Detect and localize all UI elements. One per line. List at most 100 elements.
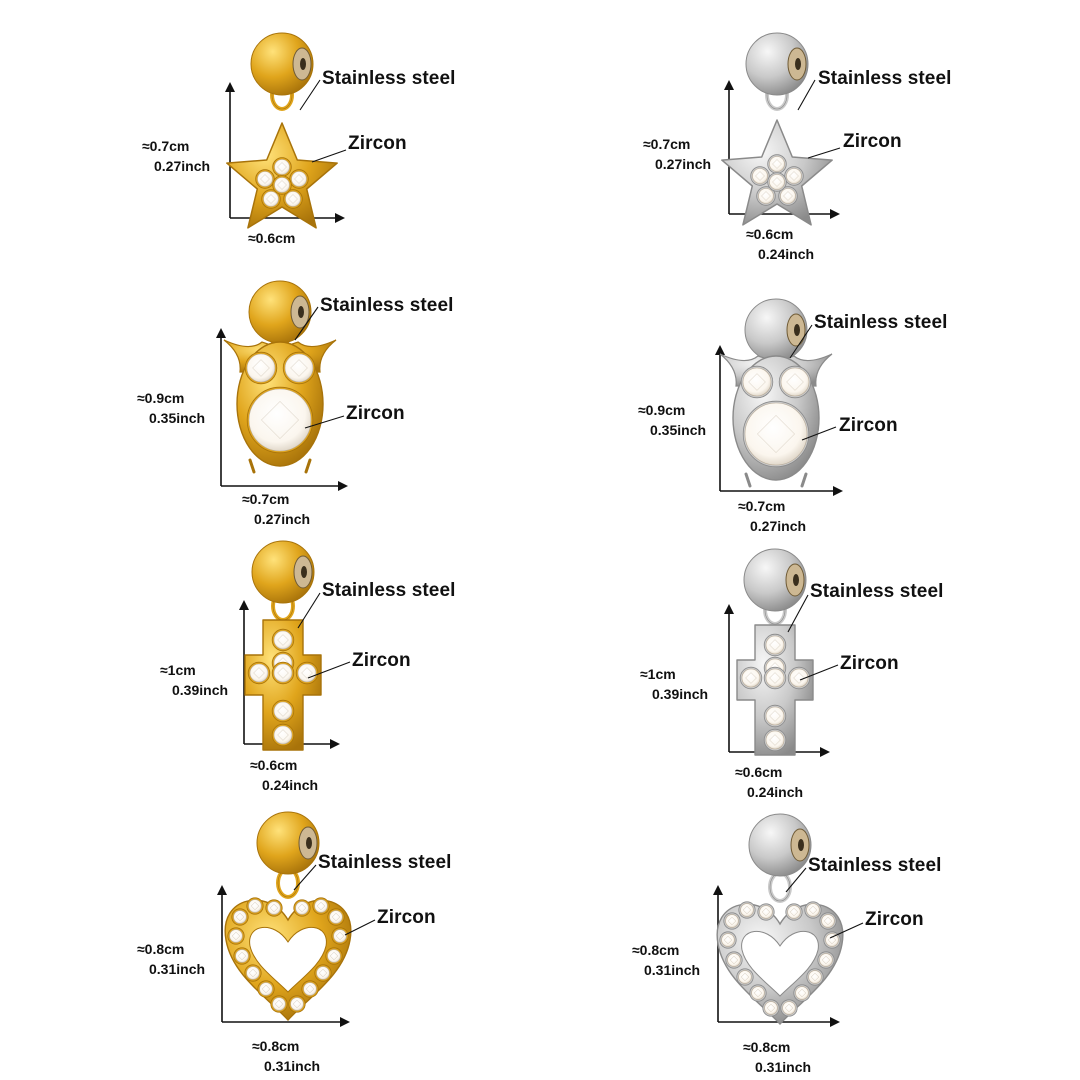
zircon-stone (235, 949, 249, 963)
pendant-card-owl-gold: Stainless steel Zircon ≈0.9cm 0.35inch ≈… (0, 270, 540, 540)
height-inch: 0.27inch (154, 158, 211, 174)
arrow-up-icon (225, 82, 235, 92)
height-dimension: ≈0.8cm 0.31inch (137, 939, 205, 979)
zircon-stone (765, 730, 785, 750)
zircon-facet (288, 194, 298, 204)
zircon-stone (780, 188, 796, 204)
zircon-stone (272, 997, 286, 1011)
zircon-facet (783, 191, 793, 201)
star-pendant-image (225, 32, 347, 229)
material-label: Stainless steel (818, 68, 952, 89)
zircon-facet (821, 955, 831, 965)
width-inch: 0.27inch (254, 511, 311, 527)
zircon-facet (748, 373, 766, 391)
zircon-stone (765, 635, 785, 655)
height-inch: 0.39inch (652, 686, 709, 702)
leader-line (829, 922, 864, 939)
zircon-stone (297, 663, 317, 683)
stone-label: Zircon (377, 907, 436, 928)
zircon-facet (305, 984, 315, 994)
zircon-stone (738, 970, 752, 984)
zircon-stone (789, 668, 809, 688)
zircon-facet (729, 955, 739, 965)
material-label: Stainless steel (318, 852, 452, 873)
material-label: Stainless steel (322, 580, 456, 601)
zircon-facet (277, 634, 289, 646)
leader-line (293, 864, 317, 891)
zircon-facet (753, 988, 763, 998)
pendant-card-star-gold: Stainless steel Zircon ≈0.7cm 0.27inch ≈… (0, 0, 540, 270)
zircon-stone (759, 905, 773, 919)
zircon-stone (263, 191, 279, 207)
bead-hole (793, 574, 799, 586)
zircon-facet (769, 639, 781, 651)
owl-feet (744, 472, 808, 488)
zircon-facet (761, 907, 771, 917)
height-cm: ≈0.9cm (638, 402, 686, 418)
zircon-stone (725, 914, 739, 928)
stone-label: Zircon (346, 403, 405, 424)
cross-frame (736, 624, 814, 756)
zircon-facet (260, 174, 270, 184)
width-dimension: ≈0.6cm 0.24inch (746, 224, 814, 264)
height-cm: ≈1cm (640, 666, 676, 682)
arrow-up-icon (724, 80, 734, 90)
bead-hole (301, 566, 307, 578)
leader-line (785, 867, 807, 893)
height-dimension: ≈0.8cm 0.31inch (632, 940, 700, 980)
height-dimension: ≈0.7cm 0.27inch (643, 134, 711, 174)
arrow-right-icon (335, 213, 345, 223)
zircon-stone (327, 949, 341, 963)
height-cm: ≈1cm (160, 662, 196, 678)
zircon-facet (769, 734, 781, 746)
zircon-stone (274, 159, 290, 175)
zircon-stone (740, 903, 754, 917)
leader-line (311, 149, 347, 163)
zircon-stone (314, 899, 328, 913)
width-cm: ≈0.8cm (252, 1038, 300, 1054)
height-inch: 0.27inch (655, 156, 712, 172)
zircon-facet (274, 999, 284, 1009)
leader-line (299, 79, 321, 111)
width-cm: ≈0.7cm (242, 491, 290, 507)
height-inch: 0.35inch (650, 422, 707, 438)
zircon-stone (246, 353, 276, 383)
arrow-up-icon (724, 604, 734, 614)
zircon-stone (741, 668, 761, 688)
zircon-facet (331, 912, 341, 922)
height-dimension: ≈0.9cm 0.35inch (137, 388, 205, 428)
pendant-card-cross-silver: Stainless steel Zircon ≈1cm 0.39inch ≈0.… (540, 540, 1080, 810)
owl-pendant-image (216, 280, 348, 491)
zircon-facet (742, 905, 752, 915)
width-dimension: ≈0.7cm 0.27inch (738, 496, 806, 536)
leader-line (344, 919, 376, 936)
pendant-card-owl-silver: Stainless steel Zircon ≈0.9cm 0.35inch ≈… (540, 270, 1080, 540)
zircon-stone (233, 910, 247, 924)
zircon-facet (789, 907, 799, 917)
zircon-stone (333, 929, 347, 943)
bead-stopper (748, 813, 812, 877)
leader-line (294, 306, 319, 341)
zircon-facet (797, 988, 807, 998)
zircon-stone (751, 986, 765, 1000)
zircon-facet (335, 931, 345, 941)
zircon-stone (273, 663, 293, 683)
width-inch: 0.24inch (262, 777, 319, 793)
heart-opening (249, 926, 327, 993)
zircon-stone (825, 933, 839, 947)
height-dimension: ≈0.7cm 0.27inch (142, 136, 210, 176)
arrow-right-icon (338, 481, 348, 491)
zircon-facet (290, 359, 308, 377)
zircon-stone (291, 171, 307, 187)
zircon-facet (261, 401, 299, 439)
zircon-stone (787, 905, 801, 919)
height-inch: 0.39inch (172, 682, 229, 698)
bead-hole (795, 58, 801, 70)
material-label: Stainless steel (810, 581, 944, 602)
arrow-right-icon (830, 209, 840, 219)
height-cm: ≈0.8cm (632, 942, 680, 958)
arrow-right-icon (830, 1017, 840, 1027)
zircon-stone (780, 367, 810, 397)
arrow-right-icon (833, 486, 843, 496)
arrow-right-icon (340, 1017, 350, 1027)
